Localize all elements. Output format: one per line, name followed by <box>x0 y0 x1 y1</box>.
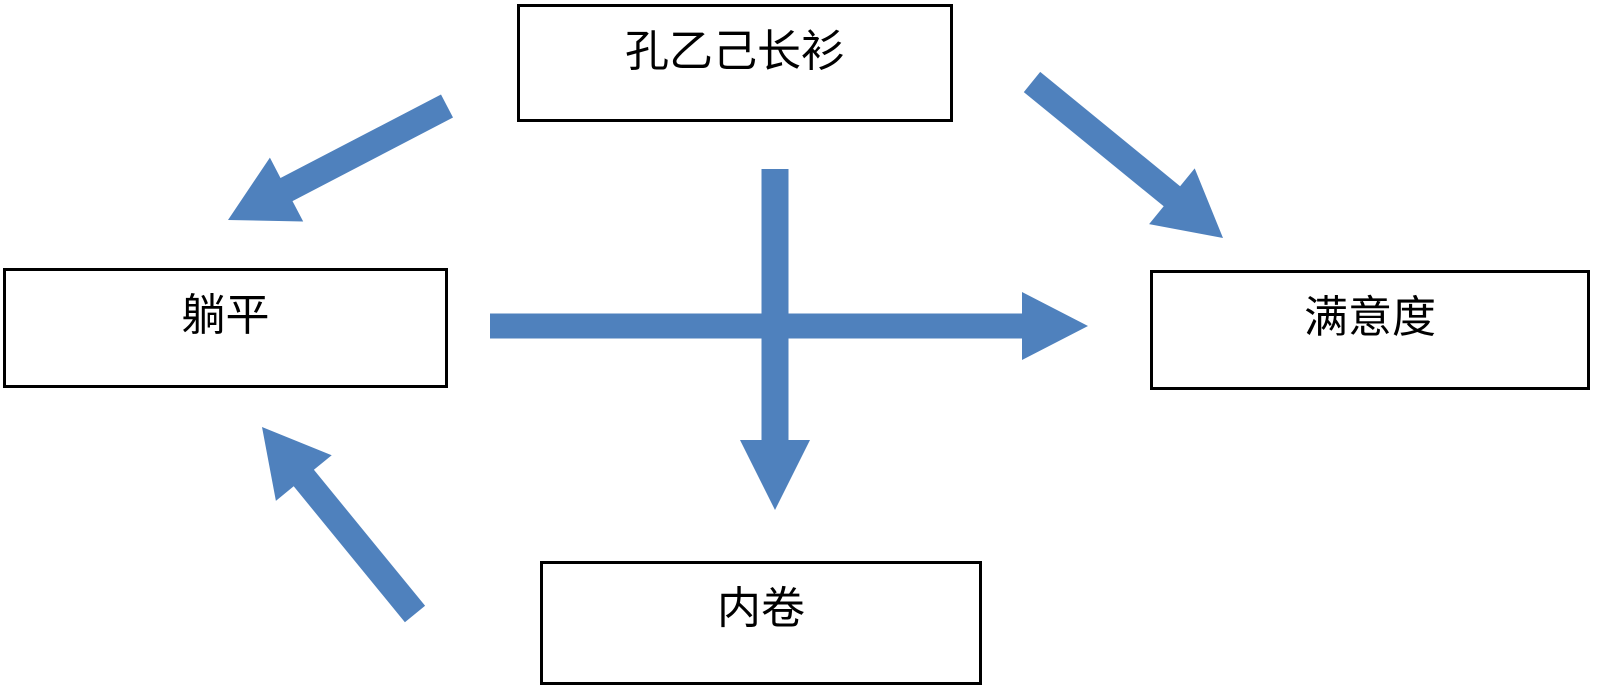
node-tang-ping: 躺平 <box>3 268 448 388</box>
node-man-yi-du: 满意度 <box>1150 270 1590 390</box>
node-nei-juan-label: 内卷 <box>717 584 805 633</box>
node-kong-yiji-gown-label: 孔乙己长衫 <box>625 27 845 76</box>
arrow-gown-to-tangping <box>228 94 453 222</box>
node-man-yi-du-label: 满意度 <box>1304 293 1436 342</box>
node-nei-juan: 内卷 <box>540 561 982 685</box>
node-tang-ping-label: 躺平 <box>181 291 270 340</box>
arrow-gown-to-neijuan <box>740 169 810 510</box>
arrow-neijuan-to-tangping <box>262 427 426 623</box>
arrow-tangping-to-manyidu <box>490 292 1088 360</box>
arrow-gown-to-manyidu <box>1023 71 1223 239</box>
node-kong-yiji-gown: 孔乙己长衫 <box>517 4 953 122</box>
